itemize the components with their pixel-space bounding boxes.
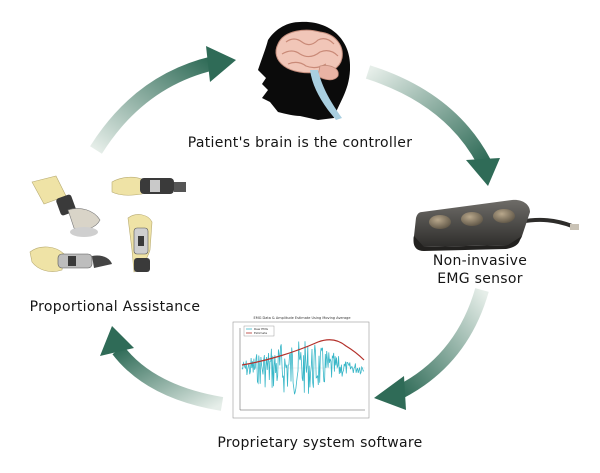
label-brain-controller: Patient's brain is the controller — [187, 135, 413, 151]
label-emg-sensor: Non-invasive EMG sensor — [405, 252, 555, 288]
label-emg-sensor-line1: Non-invasive — [432, 253, 528, 269]
inset-legend-estimate: Estimate — [254, 331, 267, 335]
label-emg-sensor-line2: EMG sensor — [437, 271, 523, 287]
label-system-software: Proprietary system software — [217, 435, 423, 451]
cycle-arrow-bottom-right — [374, 288, 489, 410]
brain-head-icon — [258, 21, 351, 120]
cycle-arrow-top-right — [365, 65, 500, 186]
emg-sensor-icon — [413, 199, 579, 251]
orthosis-image-bottom-right — [127, 214, 153, 273]
cycle-arrow-top-left — [90, 46, 236, 154]
label-proportional-assistance: Proportional Assistance — [29, 299, 201, 315]
cycle-arrow-bottom-left — [100, 326, 224, 411]
inset-title: EMG Data & Amplitude Estimate Using Movi… — [253, 316, 350, 320]
inset-legend — [243, 325, 275, 337]
orthosis-image-top-right — [111, 176, 186, 196]
orthosis-image-bottom-left — [29, 246, 112, 272]
signal-plot-icon: EMG Data & Amplitude Estimate Using Movi… — [232, 316, 370, 419]
inset-legend-raw: Raw EMG — [254, 327, 269, 331]
orthosis-images-icon — [29, 175, 186, 273]
orthosis-image-top-left — [31, 175, 101, 237]
